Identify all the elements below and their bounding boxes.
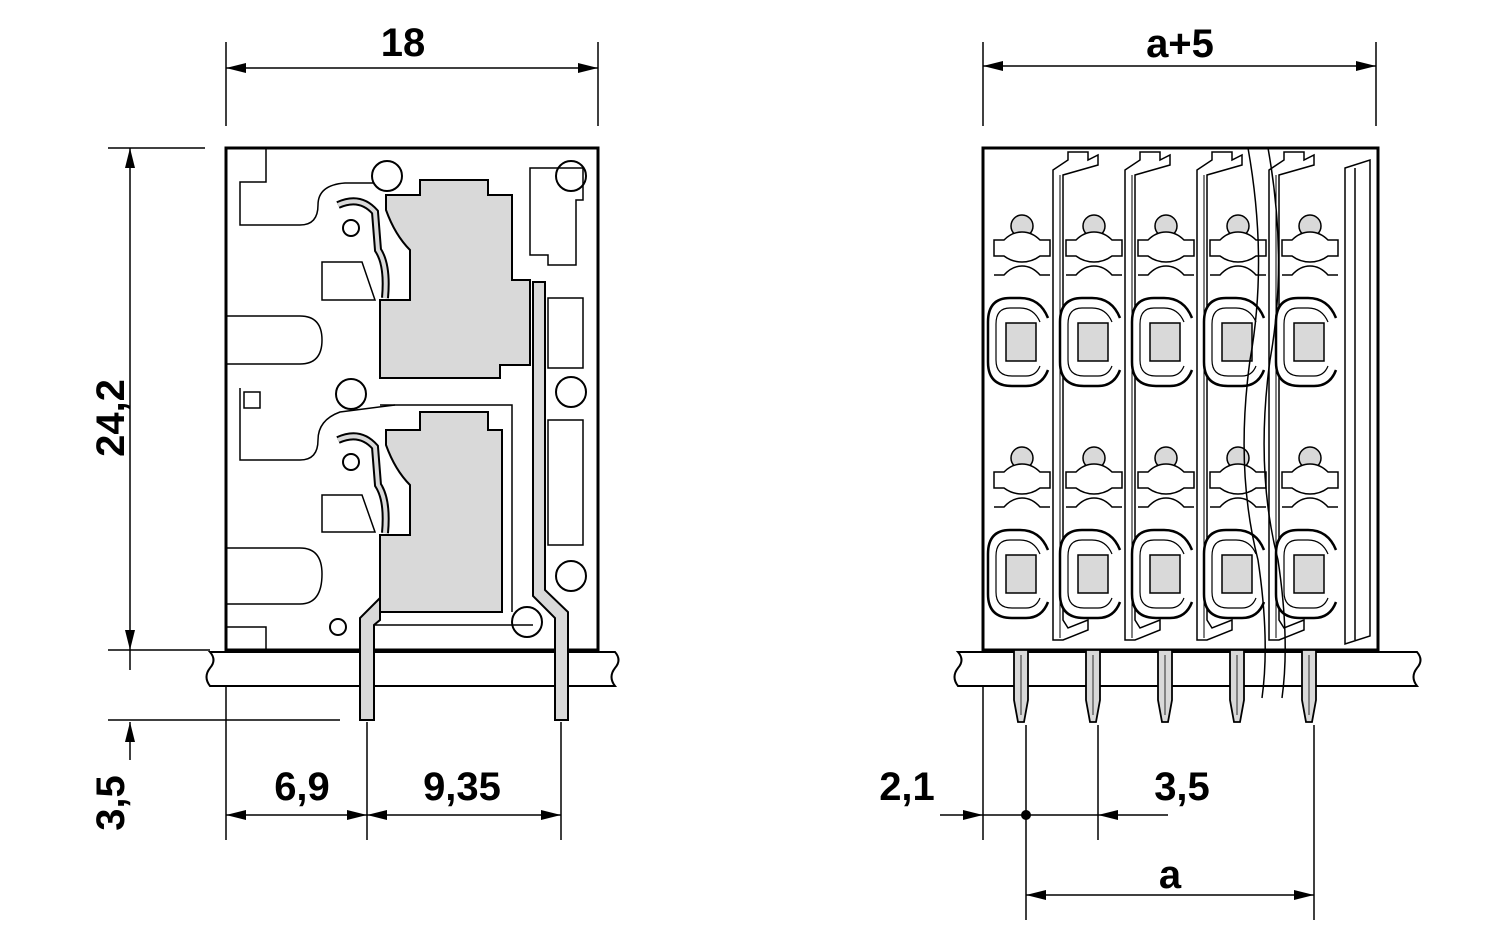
separator-wall (1268, 151, 1315, 641)
end-rail (1344, 158, 1371, 646)
dim-label-right-width: a+5 (1146, 22, 1214, 66)
clamp-bracket (993, 231, 1051, 263)
bottom-notch (226, 626, 267, 650)
wire-entry-inner (1283, 539, 1329, 609)
front-view-dimensions: a+5 2,1 3,5 a (879, 22, 1377, 920)
clamp-bracket-lower (1066, 497, 1122, 508)
dim-label-pin-length: 3,5 (89, 775, 133, 831)
clamp-bracket-lower (1138, 265, 1194, 276)
upper-contour-left (226, 147, 395, 226)
clamp-bracket (1137, 463, 1195, 495)
left-pin-body (359, 595, 381, 721)
lower-slot (226, 547, 323, 605)
clamp-bracket (1065, 231, 1123, 263)
wire-entry-inner (1283, 307, 1329, 377)
lower-notch-square (243, 391, 261, 409)
contact-square (1293, 322, 1325, 362)
contact-square (1077, 322, 1109, 362)
lower-cavity (321, 494, 377, 533)
dim-label-pitch: 3,5 (1154, 765, 1210, 809)
clamp-bracket-lower (994, 497, 1050, 508)
clamp-bracket (1281, 463, 1339, 495)
terminal-positions (986, 151, 1339, 723)
wire-entry-inner (1211, 539, 1257, 609)
contact-square (1077, 554, 1109, 594)
break-line-1 (1243, 147, 1266, 699)
clamp-bracket-lower (1138, 497, 1194, 508)
clamp-bracket (993, 463, 1051, 495)
hole-3 (342, 219, 360, 237)
clamp-bracket (1209, 231, 1267, 263)
clamp-bracket-lower (1282, 497, 1338, 508)
hole-5 (555, 376, 587, 408)
wire-entry-inner (1139, 307, 1185, 377)
lower-contour-left (239, 388, 396, 461)
hole-7 (555, 560, 587, 592)
side-view-dimensions: 18 24,2 3,5 6,9 9,35 (89, 21, 599, 840)
right-window-1 (547, 297, 584, 369)
right-pin-body (532, 281, 569, 721)
contact-square (1293, 554, 1325, 594)
hole-6 (342, 453, 360, 471)
dim-label-pin-offset: 6,9 (274, 765, 330, 809)
pcb-board-right (953, 651, 1422, 687)
right-window-2 (547, 419, 584, 546)
front-view (953, 146, 1422, 723)
wire-entry-inner (1067, 539, 1113, 609)
lower-clamp (379, 411, 503, 613)
wire-entry-inner (995, 539, 1041, 609)
dim-label-edge-offset: 2,1 (879, 765, 935, 809)
contact-square (1221, 554, 1253, 594)
contact-square (1005, 322, 1037, 362)
separator-wall (1196, 151, 1243, 641)
upper-clamp (379, 179, 531, 379)
clamp-bracket (1065, 463, 1123, 495)
contact-square (1149, 554, 1181, 594)
upper-slot (226, 315, 323, 365)
clamp-bracket-lower (1210, 265, 1266, 276)
hole-1 (371, 160, 403, 192)
side-view (205, 146, 620, 721)
clamp-bracket-lower (994, 265, 1050, 276)
lower-frame (380, 404, 513, 612)
clamp-bracket-lower (1066, 265, 1122, 276)
upper-cavity (321, 261, 377, 301)
hole-9 (329, 618, 347, 636)
clamp-bracket-lower (1210, 497, 1266, 508)
dim-label-left-height: 24,2 (89, 379, 133, 457)
dim-label-span: a (1159, 853, 1182, 897)
clamp-bracket-lower (1282, 265, 1338, 276)
wire-entry-inner (1139, 539, 1185, 609)
separator-wall (1052, 151, 1099, 641)
wire-entry-inner (1067, 307, 1113, 377)
clamp-bracket (1281, 231, 1339, 263)
pcb-board-left (205, 651, 620, 687)
wire-entry-inner (995, 307, 1041, 377)
hole-8 (511, 606, 543, 638)
contact-square (1149, 322, 1181, 362)
separator-wall (1124, 151, 1171, 641)
dim-label-pin-spacing: 9,35 (423, 765, 501, 809)
hole-4 (335, 378, 367, 410)
hole-2 (555, 160, 587, 192)
clamp-bracket (1137, 231, 1195, 263)
break-line-2 (1263, 147, 1286, 699)
contact-square (1221, 322, 1253, 362)
wire-entry-inner (1211, 307, 1257, 377)
right-rail-upper (529, 167, 584, 266)
dim-label-left-width: 18 (381, 21, 426, 65)
contact-square (1005, 554, 1037, 594)
